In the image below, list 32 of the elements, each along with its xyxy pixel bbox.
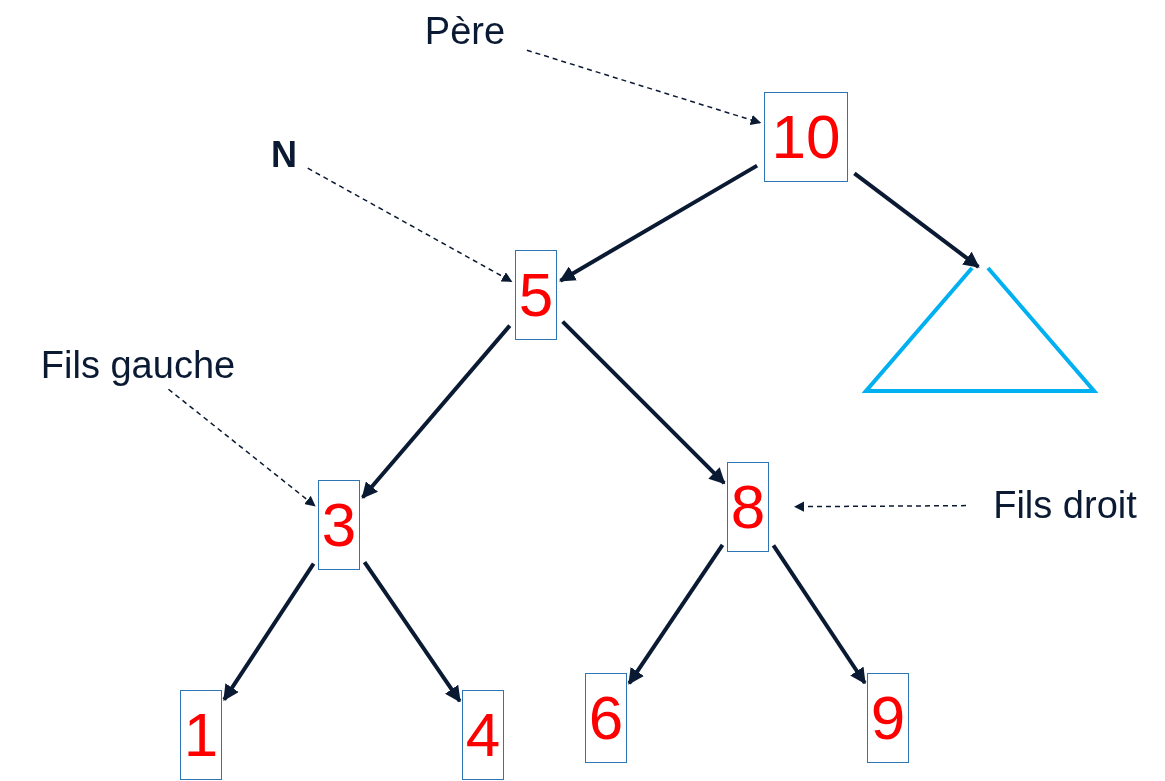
tree-edge-arrow <box>627 543 725 685</box>
node-label: Fils droit <box>993 486 1137 524</box>
tree-edge-arrow <box>362 561 462 703</box>
node-value: 1 <box>183 704 219 766</box>
leader-arrow <box>526 49 762 125</box>
node-label: Fils gauche <box>40 346 236 384</box>
leader-arrow <box>167 388 316 507</box>
node-label: Père <box>424 12 506 50</box>
node-value: 3 <box>321 494 357 556</box>
node-value: 8 <box>730 476 766 538</box>
tree-edge-arrow <box>771 544 867 685</box>
node-value: 5 <box>518 264 554 326</box>
node-value: 9 <box>870 687 906 749</box>
leader-arrow <box>307 167 513 283</box>
node-label: N <box>271 137 297 173</box>
tree-node-box <box>727 462 769 552</box>
tree-node-box <box>180 690 222 780</box>
tree-node-box <box>764 92 848 182</box>
node-value: 10 <box>771 106 841 168</box>
tree-node-box <box>318 480 360 570</box>
node-value: 4 <box>465 704 501 766</box>
tree-edge-arrow <box>361 324 512 499</box>
tree-edge-arrow <box>222 562 316 702</box>
tree-edge-arrow <box>853 171 980 269</box>
node-value: 6 <box>588 687 624 749</box>
tree-edge-arrow <box>559 163 759 283</box>
tree-node-box <box>585 673 627 763</box>
leader-arrow <box>793 501 967 512</box>
tree-node-box <box>515 250 557 340</box>
tree-node-box <box>462 690 504 780</box>
tree-node-box <box>867 673 909 763</box>
tree-edge-arrow <box>561 320 726 485</box>
